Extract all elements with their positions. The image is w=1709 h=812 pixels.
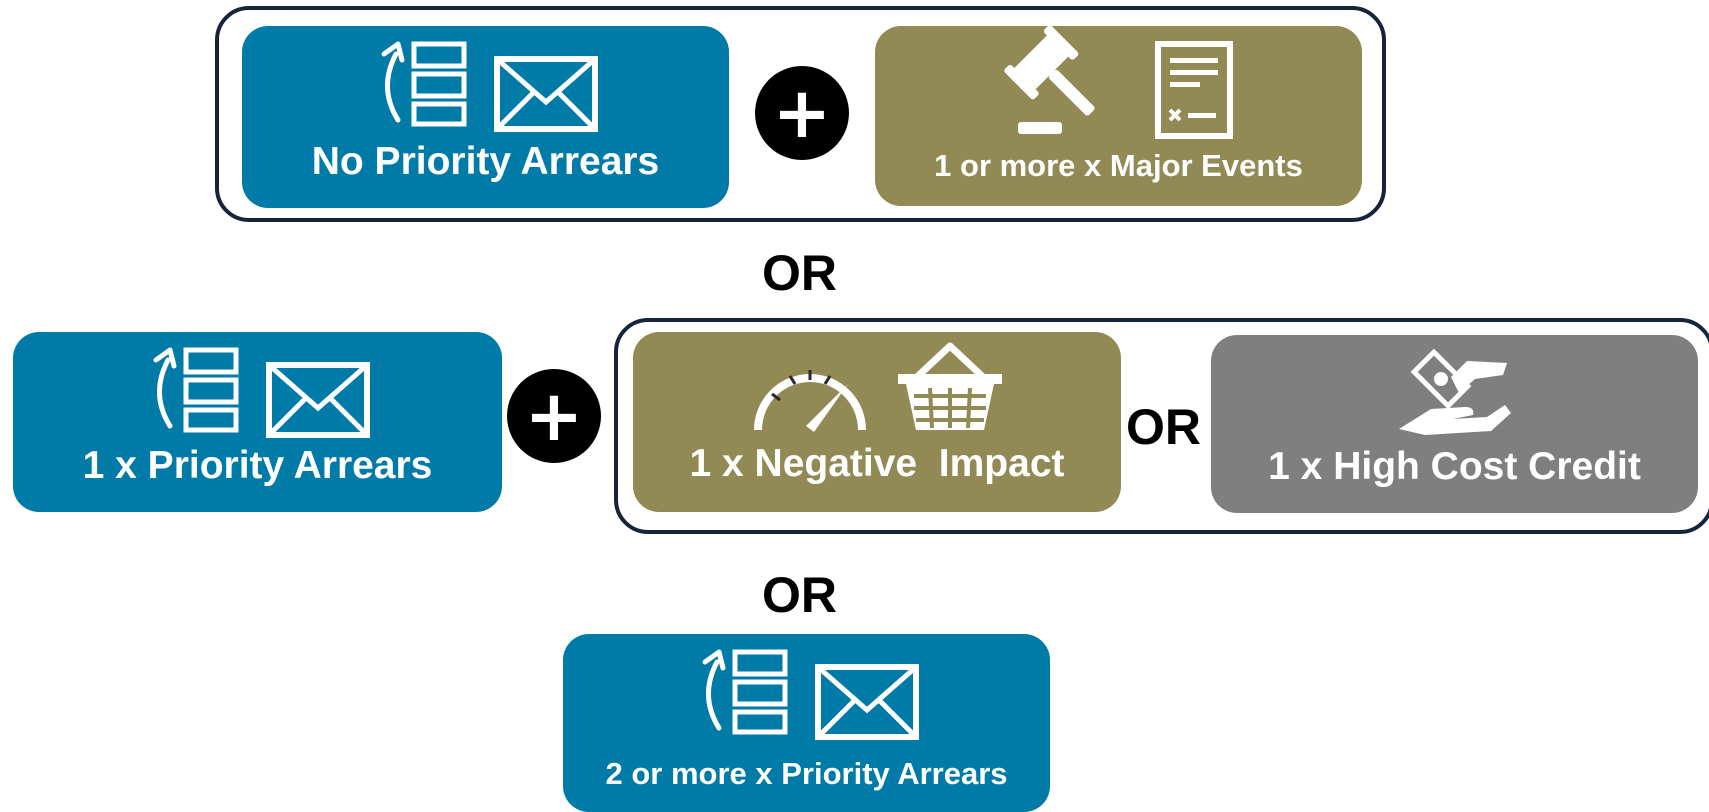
negative-impact-box: 1 x Negative Impact xyxy=(633,332,1121,512)
envelope-icon xyxy=(493,56,598,132)
or-divider-2: OR xyxy=(762,567,837,623)
basket-icon xyxy=(896,342,1004,434)
row2-middle-icons xyxy=(633,342,1121,434)
document-icon xyxy=(1154,40,1234,140)
two-or-more-priority-arrears-label: 2 or more x Priority Arrears xyxy=(605,756,1008,791)
major-events-box: 1 or more x Major Events xyxy=(875,25,1362,206)
one-priority-arrears-label: 1 x Priority Arrears xyxy=(82,444,433,487)
high-cost-credit-label: 1 x High Cost Credit xyxy=(1268,445,1641,488)
row3-icons xyxy=(563,644,1050,740)
speedometer-icon xyxy=(750,354,870,434)
plus-icon: + xyxy=(755,66,849,160)
envelope-icon xyxy=(814,664,919,740)
row1-right-icons xyxy=(875,25,1362,140)
no-priority-arrears-label: No Priority Arrears xyxy=(311,140,660,183)
priority-arrears-icon xyxy=(374,36,470,132)
row1-left-icons xyxy=(242,36,729,132)
priority-arrears-icon xyxy=(695,644,791,740)
money-in-hand-icon xyxy=(1395,347,1515,447)
one-priority-arrears-box: 1 x Priority Arrears xyxy=(13,332,502,512)
high-cost-credit-box: 1 x High Cost Credit xyxy=(1211,335,1698,513)
negative-impact-label: 1 x Negative Impact xyxy=(689,442,1065,485)
or-divider-1: OR xyxy=(762,245,837,301)
or-divider-inner: OR xyxy=(1126,399,1201,455)
priority-arrears-icon xyxy=(146,342,242,438)
gavel-icon xyxy=(1003,25,1114,140)
no-priority-arrears-box: No Priority Arrears xyxy=(242,26,729,208)
envelope-icon xyxy=(265,362,370,438)
plus-icon: + xyxy=(507,369,601,463)
row2-right-icons xyxy=(1211,347,1698,447)
row2-left-icons xyxy=(13,342,502,438)
major-events-label: 1 or more x Major Events xyxy=(934,148,1303,183)
two-or-more-priority-arrears-box: 2 or more x Priority Arrears xyxy=(563,634,1050,812)
